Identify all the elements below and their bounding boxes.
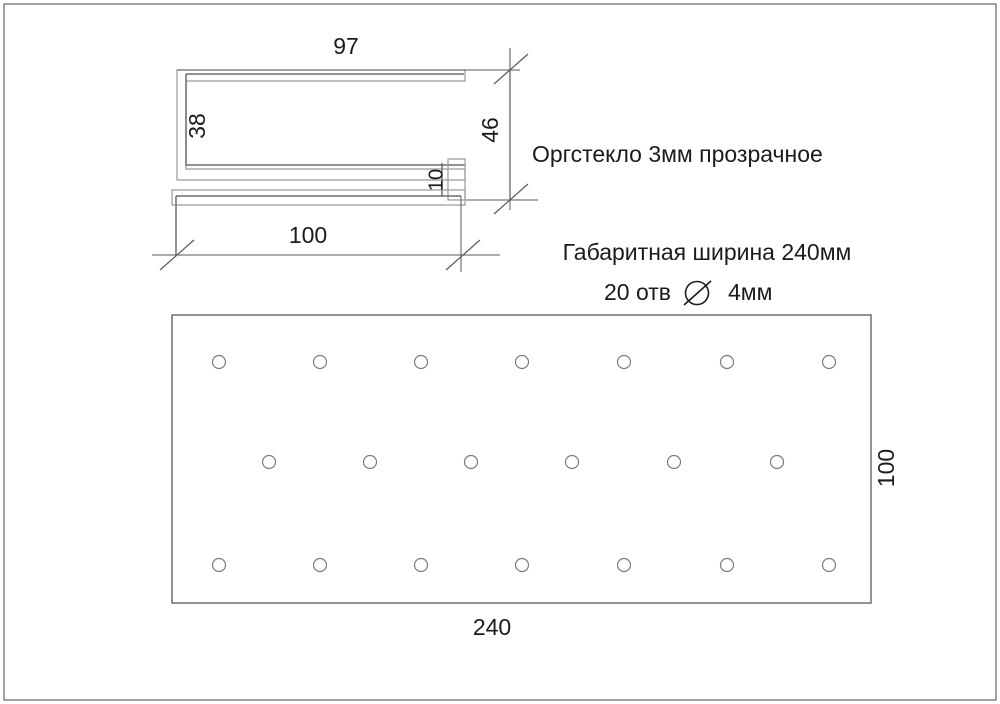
hole-circle (362, 454, 378, 470)
hole-circle (769, 454, 785, 470)
dim-100-profile-tick-left (159, 239, 195, 271)
dimension-97: 97 (177, 33, 529, 210)
note-holes: 20 отв 4мм (604, 279, 772, 306)
hole-circle (463, 454, 479, 470)
dim-46-tick (493, 183, 529, 215)
hole-circle (564, 454, 580, 470)
dim-97-tick (493, 53, 529, 85)
notes-group: Оргстекло 3мм прозрачное Габаритная шири… (532, 141, 852, 306)
hole-circle (666, 454, 682, 470)
dimension-46: 46 (466, 48, 538, 215)
hole-row (211, 557, 837, 573)
hole-circle (719, 557, 735, 573)
image-frame-border (3, 3, 997, 701)
plate-view: 240 100 (171, 314, 899, 640)
dim-97-label: 97 (333, 33, 359, 59)
note-material: Оргстекло 3мм прозрачное (532, 141, 823, 167)
dim-100-profile-tick-right (445, 239, 481, 271)
hole-circle (312, 354, 328, 370)
hole-circle (821, 557, 837, 573)
dim-240-label: 240 (473, 614, 511, 640)
hole-circle (821, 354, 837, 370)
hole-circle (616, 557, 632, 573)
profile-lower-body-outline (171, 189, 466, 206)
hole-row (261, 454, 785, 470)
note-overall-width: Габаритная ширина 240мм (563, 239, 852, 265)
hole-circle (413, 354, 429, 370)
hole-circle (312, 557, 328, 573)
hole-circle (211, 354, 227, 370)
note-holes-count: 20 отв (604, 279, 671, 305)
dim-100-plate-label: 100 (873, 449, 899, 487)
dim-10-label: 10 (425, 169, 447, 191)
dim-38-label: 38 (184, 113, 210, 139)
hole-circle (719, 354, 735, 370)
dimension-100-plate: 100 (873, 449, 899, 487)
profile-view: 97 38 46 10 (152, 33, 538, 272)
hole-circle (261, 454, 277, 470)
hole-row (211, 354, 837, 370)
dimension-240: 240 (473, 614, 511, 640)
hole-circle (616, 354, 632, 370)
diameter-icon (683, 280, 712, 306)
hole-pattern (211, 354, 837, 573)
dim-100-profile-label: 100 (289, 222, 327, 248)
dimension-10: 10 (425, 169, 447, 191)
note-holes-size: 4мм (728, 279, 772, 305)
plate-outline (171, 314, 872, 604)
hole-circle (211, 557, 227, 573)
hole-circle (514, 557, 530, 573)
dimension-38: 38 (184, 113, 210, 139)
hole-circle (514, 354, 530, 370)
dim-46-label: 46 (477, 117, 503, 143)
profile-upper-body-outline (176, 69, 466, 181)
profile-step-block (447, 158, 466, 201)
hole-circle (413, 557, 429, 573)
dimension-100-profile: 100 (152, 196, 500, 272)
profile-upper-inner-edge (185, 74, 465, 166)
